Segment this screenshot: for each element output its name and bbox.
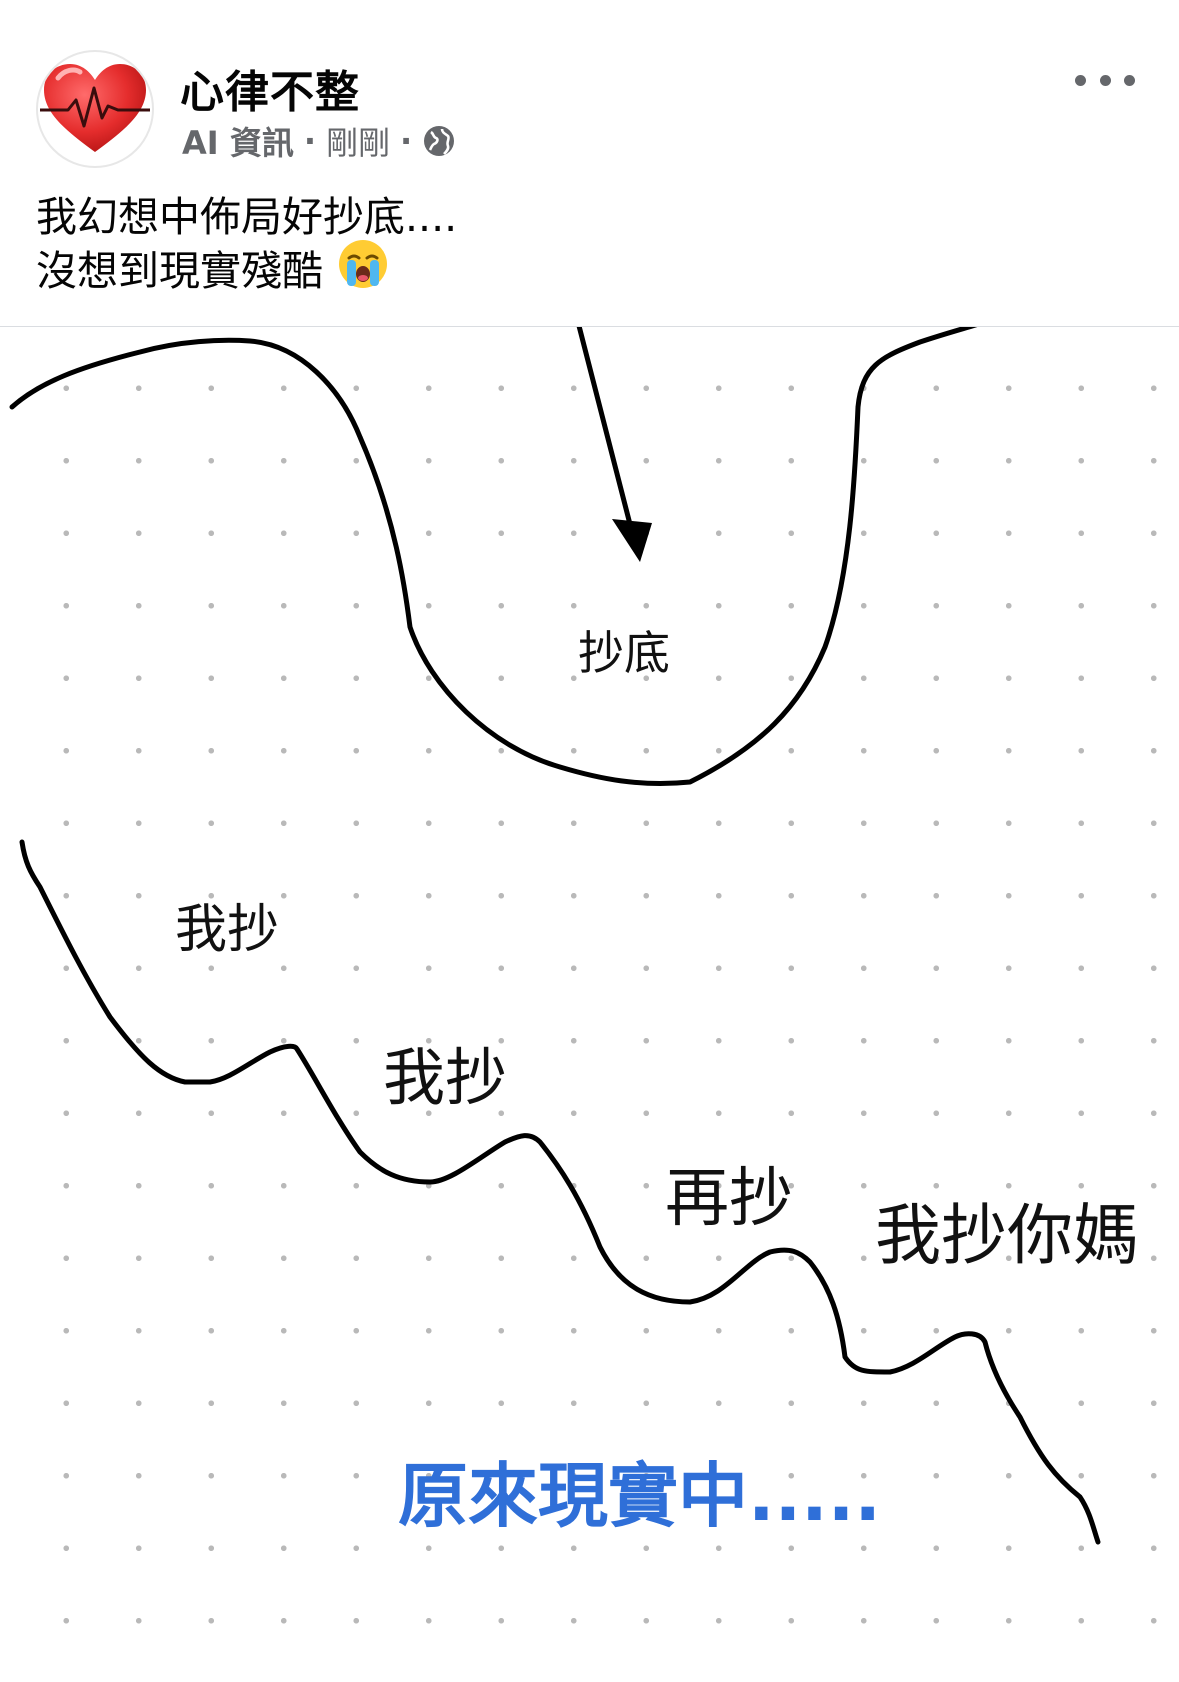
- post-category[interactable]: AI 資訊: [182, 124, 294, 162]
- caption-line-1: 我幻想中佈局好抄底....: [36, 193, 458, 241]
- heart-heartbeat-logo-icon: [40, 64, 150, 152]
- post-meta: AI 資訊 · 剛剛 ·: [182, 118, 456, 164]
- more-dot: [1099, 74, 1111, 86]
- arrow-shaft: [576, 327, 635, 535]
- crying-face-emoji-icon: [337, 238, 389, 303]
- post-timestamp[interactable]: 剛剛: [325, 124, 390, 162]
- label-chaodi: 抄底: [578, 626, 670, 680]
- page-avatar[interactable]: [36, 50, 154, 168]
- globe-icon[interactable]: [422, 124, 456, 158]
- meme-drawing: [9, 327, 1101, 1545]
- reality-caption: 原來現實中.....: [398, 1455, 881, 1537]
- ideal-bottom-curve: [9, 327, 978, 786]
- page-name[interactable]: 心律不整: [180, 67, 360, 118]
- arrow-head-icon: [612, 519, 652, 562]
- caption-line-2: 沒想到現實殘酷: [36, 247, 323, 295]
- meta-separator: ·: [303, 122, 316, 160]
- label-wo-chao-2: 我抄: [383, 1041, 508, 1114]
- more-dot: [1124, 74, 1135, 86]
- label-wo-chao-1: 我抄: [175, 900, 280, 960]
- more-dot: [1075, 74, 1086, 86]
- label-zai-chao: 再抄: [665, 1162, 793, 1236]
- meta-separator: ·: [400, 122, 413, 160]
- post-caption: 我幻想中佈局好抄底.... 沒想到現實殘酷: [36, 190, 1136, 303]
- caption-line-2-wrap: 沒想到現實殘酷: [36, 239, 1136, 303]
- reality-decline-curve: [19, 839, 1101, 1545]
- more-options-icon[interactable]: [1075, 62, 1135, 98]
- post-divider: [0, 326, 1179, 327]
- post-header: 心律不整 AI 資訊 · 剛剛 ·: [0, 0, 1179, 180]
- label-wo-chao-ni-ma: 我抄你媽: [875, 1197, 1139, 1274]
- meme-image[interactable]: 抄底 我抄 我抄 再抄 我抄你媽: [0, 327, 1179, 1682]
